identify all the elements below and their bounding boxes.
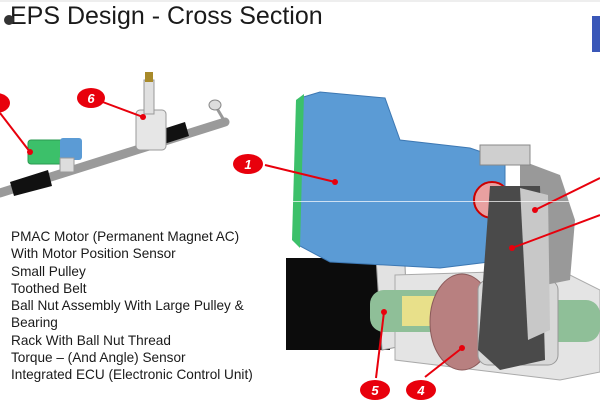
mount-bracket bbox=[59, 157, 75, 173]
component-item: Rack With Ball Nut Thread bbox=[11, 332, 171, 348]
sensor-connector bbox=[479, 144, 531, 166]
component-item: Small Pulley bbox=[11, 263, 86, 279]
component-list: PMAC Motor (Permanent Magnet AC) With Mo… bbox=[11, 228, 253, 384]
component-item: Toothed Belt bbox=[11, 280, 87, 296]
slide-title: EPS Design - Cross Section bbox=[4, 2, 323, 31]
input-shaft bbox=[143, 79, 155, 115]
component-item: Torque – (And Angle) Sensor bbox=[11, 350, 186, 366]
callout-line-small-pulley bbox=[534, 177, 600, 211]
tie-rod-end-right bbox=[208, 99, 222, 111]
callout-badge-1: 1 bbox=[233, 154, 263, 174]
title-bullet-icon bbox=[4, 15, 14, 25]
component-item: Integrated ECU (Electronic Control Unit) bbox=[11, 367, 253, 383]
slide-guide-line bbox=[268, 201, 600, 202]
rack-boot bbox=[286, 258, 390, 350]
svg-text:6: 6 bbox=[87, 91, 95, 106]
motor-small bbox=[60, 138, 82, 160]
callout-dots bbox=[27, 114, 538, 351]
callout-line-belt bbox=[511, 214, 600, 249]
callout-line-sensor bbox=[99, 100, 144, 118]
callout-badge-4: 4 bbox=[406, 380, 436, 400]
component-item: Ball Nut Assembly With Large Pulley & bbox=[11, 298, 244, 314]
boot-left bbox=[10, 170, 52, 196]
brand-logo-icon bbox=[592, 16, 600, 52]
svg-text:5: 5 bbox=[371, 383, 379, 398]
boot-right bbox=[160, 122, 189, 144]
callout-badge-ecu bbox=[0, 93, 10, 113]
callout-badge-5: 5 bbox=[360, 380, 390, 400]
slide-title-text: EPS Design - Cross Section bbox=[10, 2, 323, 30]
input-spline bbox=[145, 72, 153, 82]
belt-teeth bbox=[520, 188, 550, 340]
callout-lines bbox=[0, 100, 600, 379]
component-item: PMAC Motor (Permanent Magnet AC) bbox=[11, 229, 240, 244]
ecu-cover-edge bbox=[292, 94, 304, 248]
svg-text:4: 4 bbox=[416, 383, 425, 398]
callout-line-ball-nut bbox=[424, 347, 463, 378]
component-item: With Motor Position Sensor bbox=[11, 246, 176, 262]
svg-text:1: 1 bbox=[244, 157, 251, 172]
callout-line-ecu bbox=[0, 112, 31, 153]
cross-section-view bbox=[286, 91, 600, 381]
rack-assembly-overview bbox=[0, 72, 230, 198]
component-item: Bearing bbox=[11, 315, 58, 331]
callout-badge-6: 6 bbox=[77, 88, 105, 108]
callout-line-rack bbox=[375, 311, 385, 379]
callout-line-motor bbox=[264, 164, 336, 183]
slide-top-border bbox=[0, 0, 600, 2]
